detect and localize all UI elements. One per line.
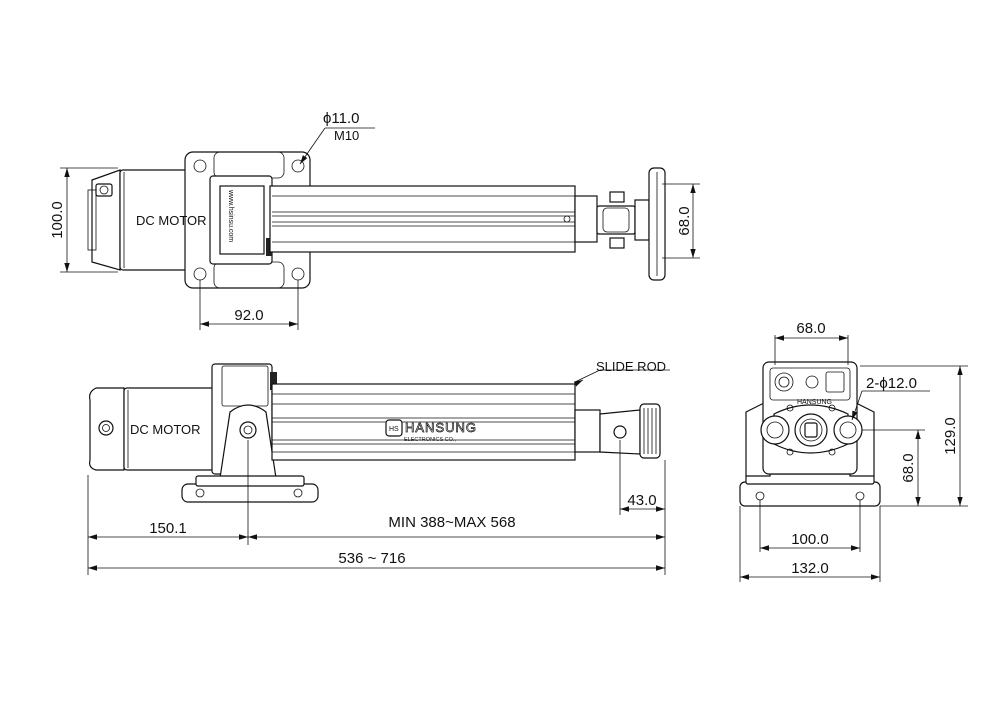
top-dimensions <box>60 127 700 330</box>
rod-end-dim: 43.0 <box>627 492 656 509</box>
slide-rod-label: SLIDE ROD <box>596 359 666 374</box>
end-clevis <box>760 404 863 456</box>
brand-logo-text: HANSUNG <box>405 420 477 435</box>
end-base-width-dim: 132.0 <box>791 560 829 577</box>
end-dimensions <box>739 335 968 582</box>
mount-width-dim: 92.0 <box>234 307 263 324</box>
hole-diameter-label: ϕ11.0 <box>323 110 359 127</box>
top-height-dim: 100.0 <box>49 201 66 239</box>
end-hole-height-dim: 68.0 <box>900 453 917 482</box>
overall-length-dim: 536 ~ 716 <box>338 550 405 567</box>
side-rod <box>574 403 661 459</box>
end-holes-dim: 2-ϕ12.0 <box>866 375 917 392</box>
side-motor-label: DC MOTOR <box>130 422 201 437</box>
brand-sub-text: ELECTRONICS CO., <box>404 437 456 443</box>
top-view <box>60 127 700 330</box>
pivot-dim: 150.1 <box>149 520 187 537</box>
plate-text: www.hsinsu.com <box>227 189 234 242</box>
side-motor <box>89 387 215 471</box>
thread-label: M10 <box>334 128 359 143</box>
end-inner-width-dim: 100.0 <box>791 531 829 548</box>
end-top-width-dim: 68.0 <box>796 320 825 337</box>
stroke-dim: MIN 388~MAX 568 <box>388 514 515 531</box>
side-tube: HS <box>271 383 576 461</box>
side-view: HS <box>87 363 670 575</box>
svg-text:HANSUNG: HANSUNG <box>797 399 832 406</box>
bracket-dim: 68.0 <box>676 206 693 235</box>
svg-text:HS: HS <box>389 426 399 433</box>
top-tube <box>269 185 576 253</box>
top-motor-label: DC MOTOR <box>136 213 207 228</box>
top-rod-clevis <box>574 167 666 281</box>
end-view: HANSUNG <box>739 335 968 582</box>
side-dimensions <box>87 369 670 575</box>
end-height-dim: 129.0 <box>942 417 959 455</box>
